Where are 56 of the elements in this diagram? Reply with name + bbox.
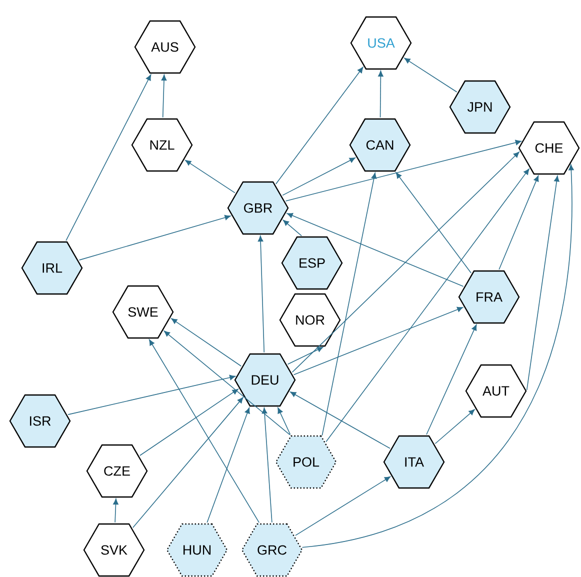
arrow	[68, 374, 236, 415]
hexagon-node: AUS	[134, 20, 196, 74]
arrow	[426, 324, 477, 435]
hexagon-node: GBR	[227, 181, 289, 235]
hexagon-node: SWE	[112, 285, 174, 339]
arrow	[378, 70, 384, 118]
arrow	[285, 140, 522, 202]
arrow	[282, 220, 302, 236]
arrow	[293, 306, 464, 376]
hexagon-node: ITA	[383, 435, 445, 489]
arrow	[292, 152, 520, 373]
arrow	[66, 74, 152, 241]
hexagon-node: NOR	[279, 293, 341, 347]
arrow	[262, 408, 272, 523]
arrow	[434, 409, 475, 444]
arrow	[295, 476, 391, 536]
arrow	[326, 168, 530, 442]
arrow	[113, 498, 118, 523]
arrow	[404, 58, 458, 92]
arrow	[149, 339, 260, 523]
hexagon-node: DEU	[234, 353, 296, 407]
arrow	[276, 66, 364, 184]
arrow	[164, 330, 290, 436]
arrow	[498, 176, 539, 270]
arrow	[78, 214, 231, 260]
arrow	[140, 388, 238, 456]
hexagon-node: ESP	[281, 236, 343, 290]
arrow	[302, 164, 574, 548]
arrow	[206, 408, 250, 523]
hexagon-node: FRA	[458, 270, 520, 324]
arrow	[278, 408, 291, 435]
arrow	[161, 74, 167, 118]
arrow	[526, 176, 560, 390]
arrow	[322, 172, 377, 436]
hexagon-node: IRL	[21, 241, 83, 295]
arrow	[258, 236, 265, 353]
arrow	[171, 318, 242, 367]
hexagon-node: POL	[275, 435, 337, 489]
arrow	[290, 392, 390, 449]
hexagon-node: CAN	[349, 118, 411, 172]
hexagon-node: JPN	[449, 80, 511, 134]
hexagon-node: ISR	[9, 394, 71, 448]
hexagon-node: CZE	[86, 444, 148, 498]
arrow	[286, 212, 464, 287]
arrow	[132, 397, 244, 528]
arrow	[282, 157, 356, 196]
hexagon-node: HUN	[166, 523, 228, 577]
arrow	[185, 160, 236, 194]
hexagon-node: USA	[350, 16, 412, 70]
arrow	[287, 346, 324, 365]
hexagon-node: SVK	[83, 523, 145, 577]
hexagon-node: CHE	[518, 121, 580, 175]
arrow	[396, 172, 472, 274]
hexagon-node: GRC	[241, 523, 303, 577]
hexagon-node: NZL	[131, 118, 193, 172]
hexagon-node: AUT	[465, 364, 527, 418]
